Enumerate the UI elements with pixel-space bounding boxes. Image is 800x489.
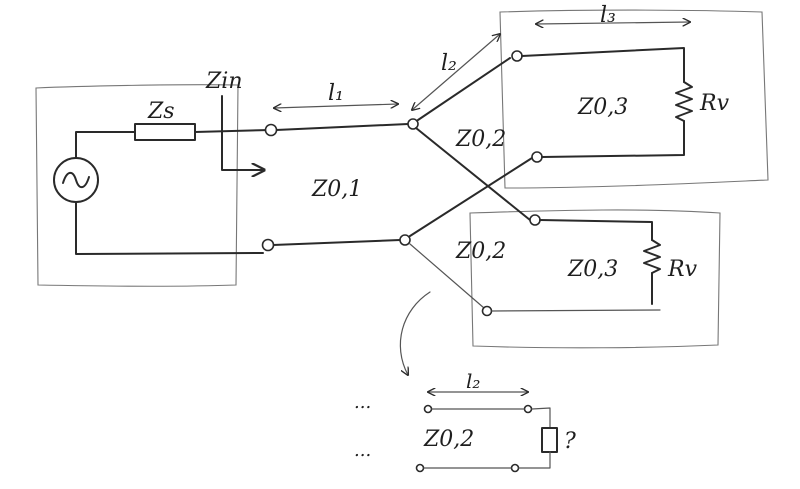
ellipsis-bottom: ... (354, 440, 371, 461)
upper-stub-top-wire (521, 47, 685, 83)
inset-bottom-wire (423, 451, 551, 469)
source-bottom-wire (75, 201, 264, 255)
source-to-port-wire (194, 129, 271, 133)
lower-stub-node-top (529, 214, 541, 226)
inset-top-wire (431, 407, 551, 429)
l2-label: l₂ (441, 51, 457, 76)
z03-lower-label: Z0,3 (567, 257, 618, 282)
unknown-load-icon (541, 427, 558, 453)
z02-lower-label: Z0,2 (455, 239, 506, 264)
lower-stub-return-wire (491, 309, 661, 312)
lower-stub-top-wire (539, 219, 653, 241)
source-region-box (35, 84, 239, 287)
branch-lower-to-lower-stub (409, 243, 485, 309)
source-top-wire (75, 131, 136, 159)
resistor-icon-lower (643, 239, 661, 274)
lower-load-region-box (469, 209, 721, 349)
zin-label: Zin (205, 69, 243, 94)
branch-upper-to-lower-stub (415, 127, 531, 221)
inset-l2-label: l₂ (466, 369, 480, 393)
main-line-bottom (272, 239, 401, 246)
zin-arrow-icon (221, 95, 264, 170)
rv-upper-label: Rv (699, 91, 730, 116)
unknown-load-label: ? (564, 429, 576, 454)
branch-upper-to-stub-top (417, 57, 511, 121)
z03-upper-label: Z0,3 (577, 95, 628, 120)
junction-node-bottom (399, 234, 411, 246)
l3-label: l₃ (600, 3, 616, 28)
detail-arrow-icon (399, 291, 431, 375)
inset-node-top-right (523, 404, 533, 414)
zs-impedance-icon (134, 123, 196, 141)
l1-length-arrow (274, 104, 398, 108)
lower-stub-node-bottom (481, 305, 493, 317)
port-node-bottom (261, 238, 275, 252)
l1-label: l₁ (328, 81, 344, 106)
resistor-icon (675, 81, 693, 122)
l2-length-arrow (412, 34, 500, 110)
junction-node-top (407, 118, 419, 130)
rv-lower-label: Rv (667, 257, 698, 282)
ac-source-icon (53, 157, 99, 203)
upper-stub-bottom-wire (541, 120, 685, 158)
z02-upper-label: Z0,2 (455, 127, 506, 152)
upper-stub-node-bottom (531, 151, 543, 163)
ellipsis-top: ... (354, 392, 371, 413)
branch-lower-to-upper-stub (409, 157, 533, 237)
inset-node-bottom-right (510, 463, 520, 473)
zs-label: Zs (147, 99, 175, 124)
inset-z02-label: Z0,2 (423, 427, 474, 452)
upper-stub-node-top (511, 50, 523, 62)
inset-node-bottom-left (415, 463, 425, 473)
inset-node-top-left (423, 404, 433, 414)
port-node-top (264, 123, 278, 137)
main-line-top (275, 123, 409, 131)
upper-load-region-box (499, 9, 769, 189)
z01-label: Z0,1 (311, 177, 362, 202)
l3-length-arrow (536, 22, 690, 24)
